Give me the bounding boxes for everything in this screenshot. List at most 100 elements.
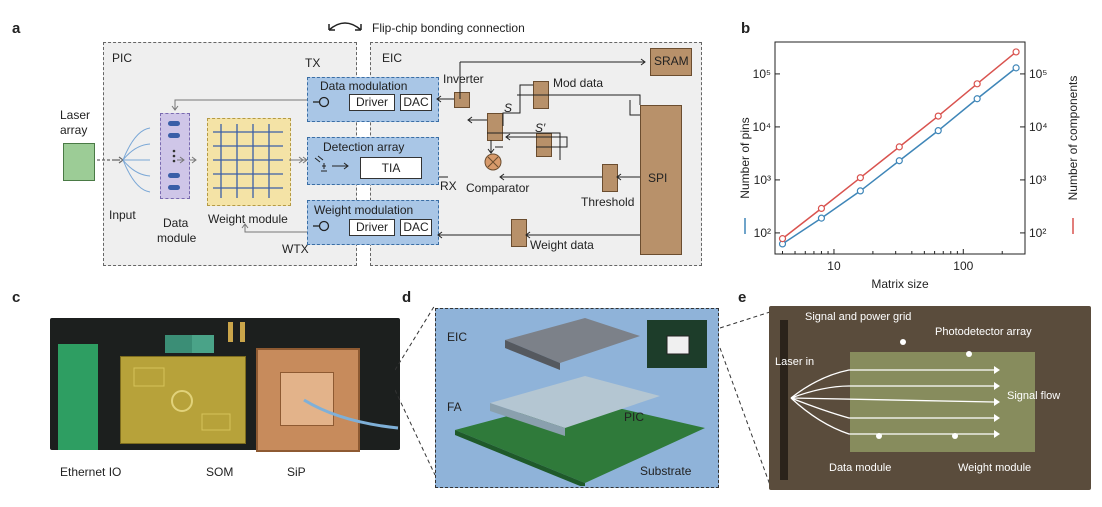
laser-array-label-1: Laser [60,108,91,122]
data-module-photo-label: Data module [829,462,892,474]
data-point-pins [895,157,903,165]
data-point-components [973,80,981,88]
pic-chip-label: PIC [624,410,645,424]
data-point-pins [856,187,864,195]
wtx-label: WTX [282,242,309,256]
weight-modulation-label: Weight modulation [314,203,414,217]
y-axis-label-left: Number of pins [738,117,752,198]
detection-array-label: Detection array [323,140,405,154]
signal-power-grid-label: Signal and power grid [805,311,912,323]
data-point-components [817,204,826,213]
photodetector-array-label: Photodetector array [935,326,1032,338]
pic-label: PIC [112,51,133,65]
y-tick-label-right: 10⁴ [1029,120,1048,134]
dac-box-tx: DAC [400,94,432,111]
som-circuit-icon [133,367,231,431]
fa-label: FA [447,400,462,414]
weight-module-grid-icon [213,124,283,198]
chart-frame [774,41,1026,255]
laser-array-block [63,143,95,181]
fiber-cable-icon [303,398,399,430]
y-tick-label-left: 10⁵ [753,67,771,81]
data-point-pins [817,214,826,222]
x-tick-label: 10 [827,259,841,273]
mux-block [487,113,503,141]
y-tick-label-left: 10² [754,226,771,240]
pins-components-chart: 10 100 10² 10² 10³ 10³ 10⁴ 10⁴ 10⁵ 10⁵ Matrix size… [738,41,1080,290]
sip-label: SiP [287,465,306,479]
zoom-connector-de [719,311,771,486]
rx-label: RX [440,179,457,193]
sram-label: SRAM [654,54,689,68]
data-point-pins [1012,64,1020,72]
inverter-block [454,92,470,108]
mod-data-label: Mod data [553,76,604,90]
threshold-label: Threshold [581,195,635,209]
substrate-label: Substrate [640,464,692,478]
sma-connector-2 [240,322,245,342]
data-module-label-1: Data [163,216,189,230]
data-point-pins [973,95,981,103]
spi-block [640,105,682,255]
som-label: SOM [206,465,234,479]
panel-label-a: a [12,20,21,37]
laser-in-label: Laser in [775,356,815,368]
spi-label: SPI [648,171,668,185]
threshold-register [602,164,618,192]
pic-arrows-icon [171,99,310,233]
s-prime-label: S′ [535,121,546,135]
comparator-label: Comparator [466,181,530,195]
data-modulation-label: Data modulation [320,79,408,93]
x-tick-label: 100 [953,259,973,273]
y-tick-label-right: 10² [1029,226,1046,240]
eic-chip-label: EIC [447,330,468,344]
weight-modulator-symbol-icon [313,220,330,232]
dac-box-weight: DAC [400,219,432,236]
driver-box-tx: Driver [349,94,395,111]
weight-data-label: Weight data [530,238,594,252]
photodiode-icon [314,155,349,172]
flip-chip-label: Flip-chip bonding connection [372,21,525,35]
comparator-icon [484,153,502,171]
panel-label-c: c [12,289,21,306]
data-point-components [1012,48,1020,56]
signal-flow-arrows-icon [790,339,1000,439]
data-point-pins [934,127,942,135]
weight-module-label: Weight module [208,212,288,226]
panel-label-e: e [738,289,747,306]
input-fanout-icon [97,127,151,193]
signal-flow-label: Signal flow [1007,390,1061,402]
ethernet-io-label: Ethernet IO [60,465,122,479]
driver-box-weight: Driver [349,219,395,236]
zoom-connector-cd [395,304,436,476]
data-module-label-2: module [157,231,197,245]
weight-module-photo-label: Weight module [958,462,1032,474]
y-tick-label-left: 10⁴ [752,120,771,134]
modulator-symbol-icon [313,96,330,108]
ethernet-connector-block [58,344,98,450]
data-point-components [856,174,864,182]
data-module-rings-icon [168,121,180,190]
panel-label-b: b [741,20,751,37]
eic-wiring-icon [436,58,646,239]
y-tick-label-left: 10³ [754,173,771,187]
weight-data-register [511,219,527,247]
series-line-pins [782,67,1017,245]
sip-chip [280,372,334,426]
tx-label: TX [305,56,321,70]
data-point-components [778,235,787,243]
y-tick-label-right: 10³ [1029,173,1046,187]
chip-stack-icon [455,318,707,486]
sma-connector-1 [228,322,233,342]
laser-array-label-2: array [60,123,88,137]
panel-label-d: d [402,289,412,306]
y-tick-label-right: 10⁵ [1029,67,1047,81]
connector-block-2 [192,335,214,353]
edge-strip [780,320,788,480]
x-axis-label: Matrix size [871,277,929,290]
eic-label: EIC [382,51,403,65]
inverter-label: Inverter [443,72,484,86]
tia-box: TIA [360,157,422,179]
input-label: Input [109,208,136,222]
som-module-block [120,356,246,444]
